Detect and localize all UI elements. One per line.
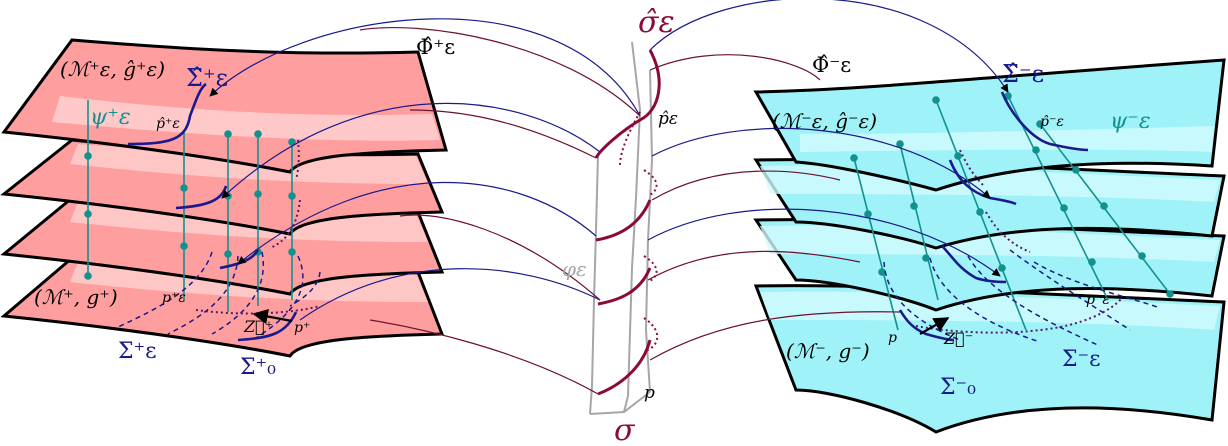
label-p-plus: p⁺ <box>294 320 310 336</box>
label-psi-eps-plus: ψ⁺ε <box>90 105 131 130</box>
label-Phi-hat-minus: Φ̂⁻ε <box>812 53 851 77</box>
left-dashed-curves <box>115 251 321 339</box>
label-M-plus: (ℳ⁺, g⁺) <box>34 285 118 309</box>
label-Phi-hat-plus: Φ̂⁺ε <box>416 35 455 59</box>
label-p-hat-eps-minus: p̂⁻ε <box>1040 114 1064 130</box>
label-Sigma-0-plus: Σ⁺₀ <box>240 355 276 380</box>
label-p: p <box>644 383 655 403</box>
label-M-eps-plus: (ℳ⁺ε, ĝ⁺ε) <box>60 57 165 81</box>
label-psi-eps-minus: ψ⁻ε <box>1110 109 1151 134</box>
left-fibers <box>84 100 296 312</box>
right-sheet-top-highlight <box>800 126 1214 152</box>
right-dashed-curves <box>883 249 1161 347</box>
left-sheet-stack <box>0 38 448 358</box>
label-sigma-hat: σ̂ε <box>638 5 675 40</box>
right-z-arrow <box>919 317 950 335</box>
right-fibers <box>850 92 1174 331</box>
label-p-hat-eps-plus: p̂⁺ε <box>156 116 180 132</box>
label-p-eps-minus: p⁻ε <box>1086 292 1110 308</box>
right-sheet-stack <box>753 58 1226 434</box>
label-p-eps-plus: p⁺ε <box>162 290 186 306</box>
label-phi-eps: φε <box>562 257 587 281</box>
left-z-arrow <box>252 308 293 325</box>
central-sigma-strip <box>589 41 661 415</box>
label-Sigma-hat-eps-minus: Σ̂⁻ε <box>1002 60 1044 88</box>
label-p-right: p <box>888 330 897 346</box>
label-Z-plus: Z⃗⁺ <box>243 317 273 336</box>
label-M-eps-minus: (ℳ⁻ε, ĝ⁻ε) <box>772 109 877 133</box>
label-p-hat-eps: p̂ε <box>658 109 678 129</box>
label-M-minus: (ℳ⁻, g⁻) <box>786 339 870 363</box>
right-sheet-top <box>753 58 1226 192</box>
left-sigma-curves <box>127 82 298 342</box>
label-Sigma-0-minus: Σ⁻₀ <box>940 375 976 400</box>
right-dotted-curves <box>915 149 1123 334</box>
right-sheet-base-highlight <box>760 291 1220 330</box>
label-Z-minus: Z⃗⁻ <box>943 329 973 348</box>
label-sigma: σ <box>614 413 636 446</box>
label-Sigma-hat-eps-plus: Σ̂⁺ε <box>186 64 228 92</box>
label-Sigma-eps-plus: Σ⁺ε <box>118 339 157 364</box>
connecting-arcs <box>209 0 1009 395</box>
left-dotted-curves <box>195 139 321 315</box>
labels: σ̂ε σ p p̂ε φε Φ̂⁺ε Φ̂⁻ε (ℳ⁺ε, ĝ⁺ε) Σ̂⁺ε… <box>34 5 1151 446</box>
left-sheet-top-highlight <box>52 96 440 141</box>
right-sheet-3-highlight <box>760 225 1220 262</box>
label-Sigma-eps-minus: Σ⁻ε <box>1062 347 1101 372</box>
